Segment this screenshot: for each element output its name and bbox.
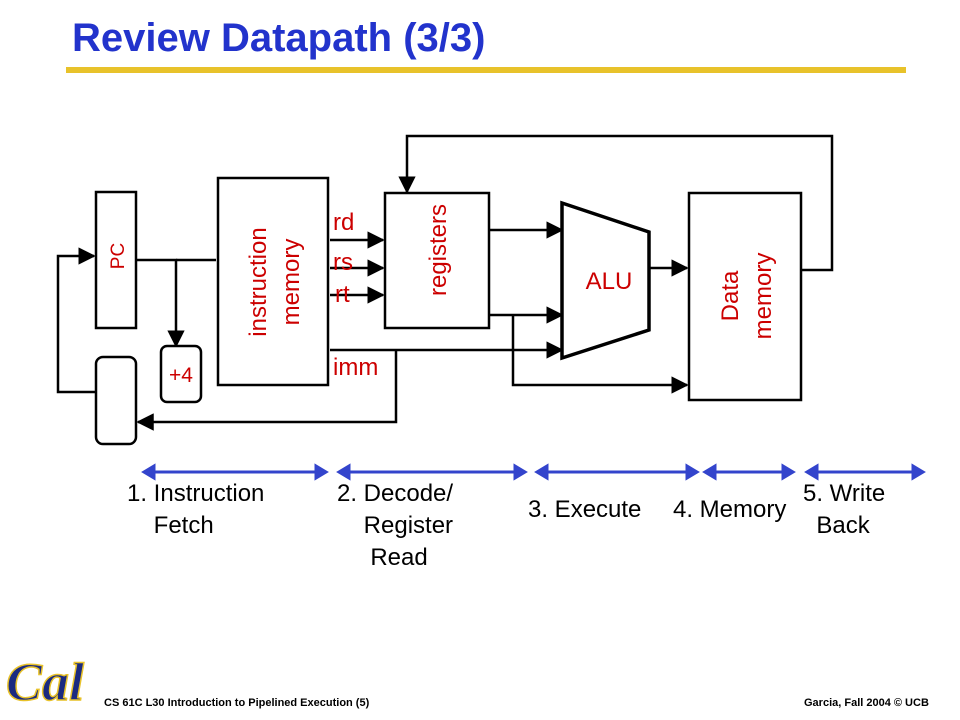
stage-label-fetch: 1. Instruction Fetch <box>127 480 265 539</box>
signal-rt: rt <box>335 281 350 308</box>
pc-block: PC <box>94 190 138 330</box>
stage-arrow-execute <box>534 463 700 481</box>
stage-arrow-decode <box>336 463 528 481</box>
footer-course: CS 61C L30 Introduction to Pipelined Exe… <box>104 697 370 709</box>
imem-label-line2: memory <box>278 239 305 326</box>
data-memory-block: Data memory <box>687 191 803 402</box>
slide-title: Review Datapath (3/3) <box>72 16 486 60</box>
dmem-label-line2: memory <box>750 253 777 340</box>
stage-arrow-memory <box>702 463 796 481</box>
stage-arrow-writeback <box>804 463 926 481</box>
datapath-wires <box>56 134 834 431</box>
cal-logo: Cal <box>5 651 85 712</box>
stage-arrows <box>141 463 926 481</box>
alu-label: ALU <box>586 268 633 295</box>
stage-label-decode: 2. Decode/ Register Read <box>337 480 454 571</box>
title-underline <box>66 67 906 73</box>
adder-block: +4 <box>159 344 203 404</box>
stage-arrow-fetch <box>141 463 329 481</box>
alu-block: ALU <box>560 200 651 361</box>
dmem-label-line1: Data <box>717 270 744 321</box>
stage-label-writeback: 5. Write Back <box>803 480 886 539</box>
pc-label: PC <box>108 243 129 269</box>
cal-logo-text: Cal <box>6 652 84 712</box>
footer-copyright: Garcia, Fall 2004 © UCB <box>804 697 929 709</box>
signal-rd: rd <box>333 209 354 236</box>
stage-label-memory: 4. Memory <box>673 496 787 523</box>
stage-label-execute: 3. Execute <box>528 496 642 523</box>
pc-mux-block <box>94 355 138 446</box>
wire-imm-to-mux <box>136 350 398 431</box>
signal-rs: rs <box>333 249 353 276</box>
signal-imm: imm <box>333 354 378 381</box>
registers-block: registers <box>383 191 491 330</box>
registers-label: registers <box>425 204 452 296</box>
wire-pc-to-adder <box>136 258 185 348</box>
wire-reg-to-dmem <box>511 315 689 394</box>
adder-label: +4 <box>169 364 193 387</box>
instruction-memory-block: instruction memory <box>216 176 330 387</box>
wire-writeback <box>398 134 834 272</box>
wire-mux-to-pc <box>56 247 96 394</box>
imem-label-line1: instruction <box>245 227 272 336</box>
